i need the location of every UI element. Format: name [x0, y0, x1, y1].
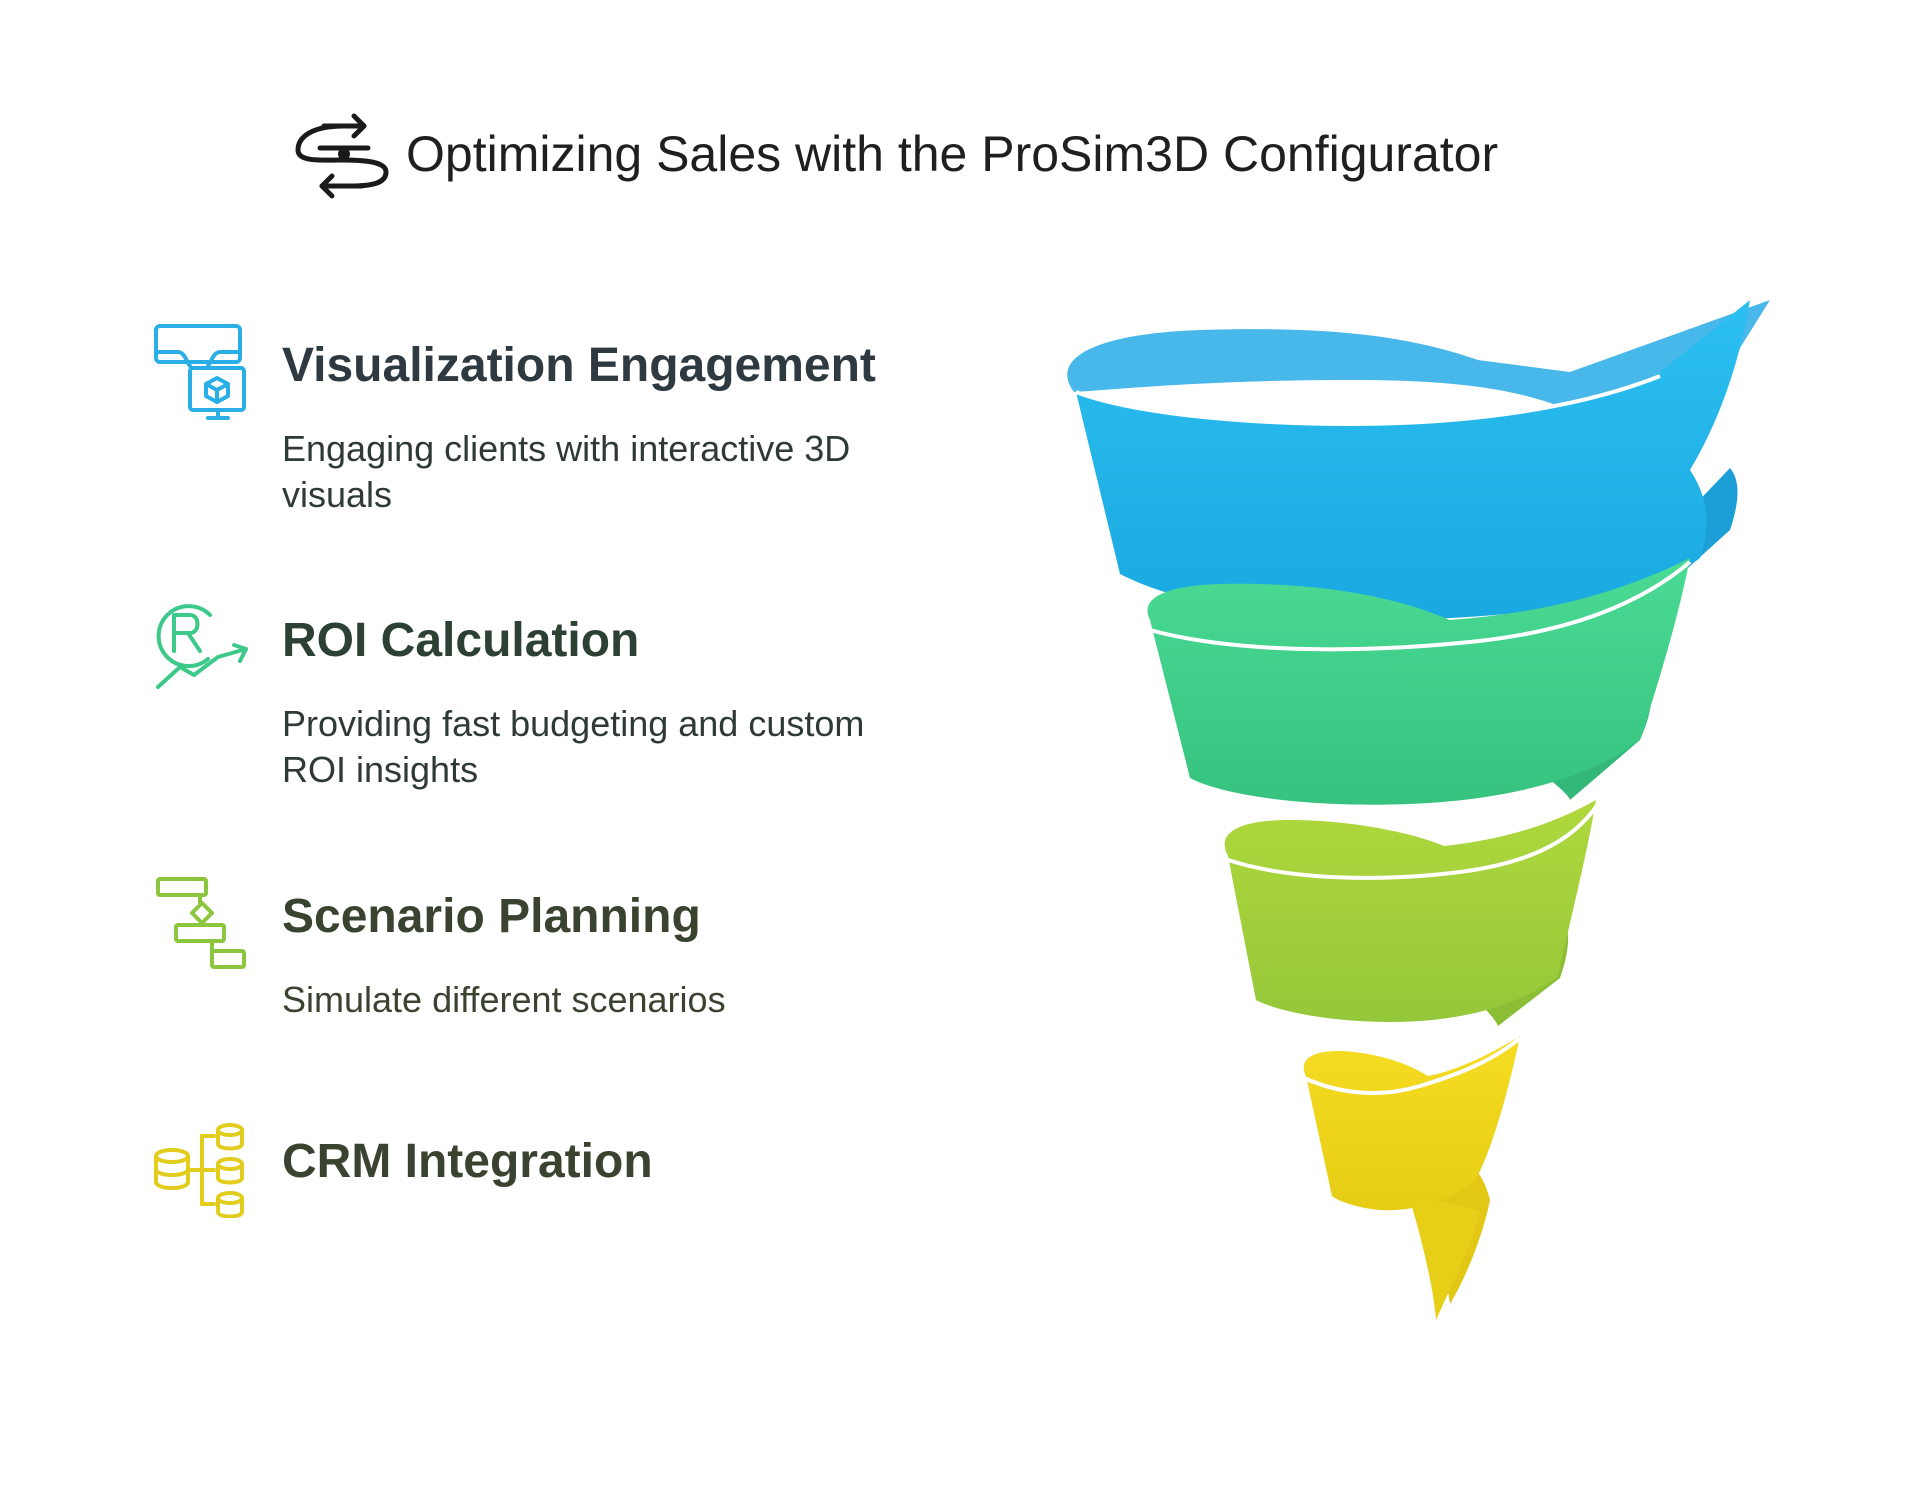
roi-growth-arrow-icon — [156, 604, 248, 689]
funnel-graphic — [1067, 300, 1770, 1320]
swap-arrows-icon — [295, 113, 389, 199]
item-description: Providing fast budgeting and custom ROI … — [282, 703, 865, 790]
flowchart-icon — [156, 877, 246, 969]
page-title: Optimizing Sales with the ProSim3D Confi… — [406, 126, 1499, 182]
funnel-band-lime — [1224, 800, 1596, 1022]
title-row: Optimizing Sales with the ProSim3D Confi… — [290, 104, 1498, 204]
database-stack-icon — [154, 1123, 244, 1218]
funnel-band-yellow — [1303, 1036, 1520, 1211]
vr-headset-cube-icon — [154, 324, 246, 420]
item-heading: Visualization Engagement — [282, 339, 876, 392]
item-heading: CRM Integration — [282, 1135, 653, 1188]
funnel-band-blue — [1076, 300, 1750, 620]
funnel-rim-blue — [1067, 300, 1770, 476]
item-heading: ROI Calculation — [282, 614, 640, 667]
funnel-tip — [1410, 1200, 1480, 1320]
item-description: Simulate different scenarios — [282, 979, 726, 1020]
item-heading: Scenario Planning — [282, 890, 701, 943]
item-description: Engaging clients with interactive 3D vis… — [282, 428, 851, 515]
funnel-band-green — [1147, 558, 1690, 805]
